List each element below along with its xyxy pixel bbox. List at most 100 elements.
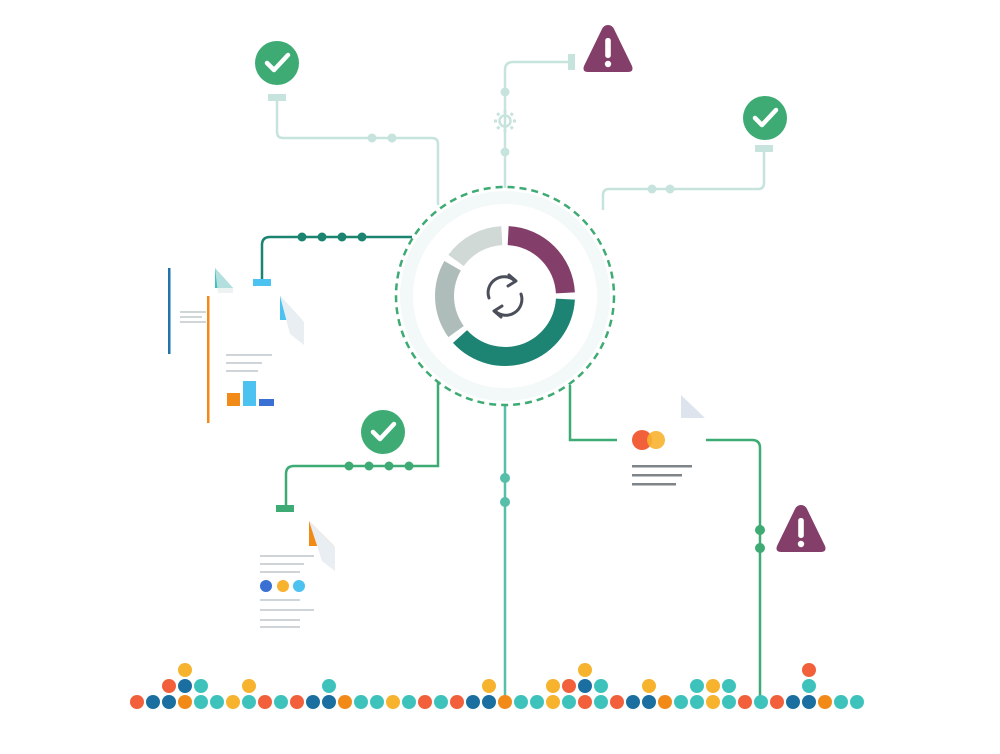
data-dot — [642, 695, 656, 709]
data-dot — [242, 695, 256, 709]
data-dot — [818, 695, 832, 709]
data-dot — [690, 695, 704, 709]
connector-right-payment — [568, 385, 762, 702]
check-icon — [743, 96, 787, 140]
data-dot — [322, 679, 336, 693]
data-dot — [386, 695, 400, 709]
data-dot — [754, 695, 768, 709]
data-dot — [306, 695, 320, 709]
connector-top-left — [275, 100, 440, 205]
gear-icon — [494, 110, 516, 132]
data-dot — [226, 695, 240, 709]
data-dot — [290, 695, 304, 709]
data-dot — [274, 695, 288, 709]
data-dot — [578, 679, 592, 693]
data-dot — [738, 695, 752, 709]
sync-arrows-icon — [486, 273, 524, 319]
connector-center-dots — [500, 473, 510, 507]
data-dot — [722, 679, 736, 693]
data-dot — [258, 695, 272, 709]
data-dot — [498, 695, 512, 709]
data-dot — [338, 695, 352, 709]
back-document — [168, 268, 233, 354]
data-dot — [194, 695, 208, 709]
teal-segment — [452, 298, 575, 367]
data-dot — [834, 695, 848, 709]
lightgray-segment — [448, 226, 503, 267]
connector-cap — [268, 94, 286, 101]
data-dot — [482, 695, 496, 709]
data-dot — [546, 695, 560, 709]
connector-top-center-dots — [500, 87, 510, 157]
data-dot — [850, 695, 864, 709]
data-dot — [178, 695, 192, 709]
data-dot — [162, 695, 176, 709]
data-dot — [562, 679, 576, 693]
data-dot — [706, 679, 720, 693]
check-icon — [255, 41, 299, 85]
data-dot — [690, 679, 704, 693]
connector-left-dots — [297, 232, 367, 242]
data-dot — [466, 695, 480, 709]
data-dot — [802, 679, 816, 693]
data-dot — [194, 679, 208, 693]
gray-segment — [434, 261, 464, 338]
data-dot — [658, 695, 672, 709]
center-dashed-ring — [394, 185, 616, 407]
data-dot — [418, 695, 432, 709]
data-dot — [610, 695, 624, 709]
data-dot — [642, 679, 656, 693]
report-document — [207, 296, 304, 423]
data-dot — [530, 695, 544, 709]
warning-icon — [583, 25, 633, 72]
data-dot — [242, 679, 256, 693]
check-icon — [361, 410, 405, 454]
data-dot — [578, 663, 592, 677]
data-dot — [594, 679, 608, 693]
connector-left-documents — [260, 235, 412, 280]
data-dot — [130, 695, 144, 709]
data-dot — [786, 695, 800, 709]
data-dot — [178, 663, 192, 677]
connector-top-center — [503, 60, 570, 188]
data-dot — [562, 695, 576, 709]
connector-cap — [755, 145, 773, 152]
data-dot — [354, 695, 368, 709]
data-dot — [770, 695, 784, 709]
connector-lower-left — [284, 382, 440, 506]
data-dot — [178, 679, 192, 693]
connector-right-dots — [755, 525, 765, 553]
data-dot — [546, 679, 560, 693]
payment-document — [632, 395, 705, 486]
survey-document — [260, 521, 335, 628]
warning-icon — [776, 505, 826, 552]
connector-cap — [276, 505, 294, 512]
color-options-icon — [260, 580, 305, 592]
data-dot — [626, 695, 640, 709]
data-dot — [706, 695, 720, 709]
data-dot — [434, 695, 448, 709]
data-dot — [322, 695, 336, 709]
data-dots-row — [130, 663, 864, 709]
bar-chart-icon — [227, 381, 274, 406]
data-dot — [162, 679, 176, 693]
connector-top-right-dots — [647, 184, 675, 194]
data-dot — [450, 695, 464, 709]
data-dot — [514, 695, 528, 709]
center-donut — [434, 226, 575, 367]
data-dot — [146, 695, 160, 709]
data-dot — [802, 695, 816, 709]
connector-cap — [568, 54, 575, 70]
maroon-segment — [507, 226, 575, 294]
data-dot — [482, 679, 496, 693]
connector-lower-left-dots — [344, 461, 414, 471]
data-dot — [578, 695, 592, 709]
data-dot — [210, 695, 224, 709]
connector-cap — [253, 279, 271, 286]
connector-top-right — [601, 152, 766, 210]
data-dot — [402, 695, 416, 709]
data-dot — [370, 695, 384, 709]
card-logo-icon — [632, 430, 665, 450]
